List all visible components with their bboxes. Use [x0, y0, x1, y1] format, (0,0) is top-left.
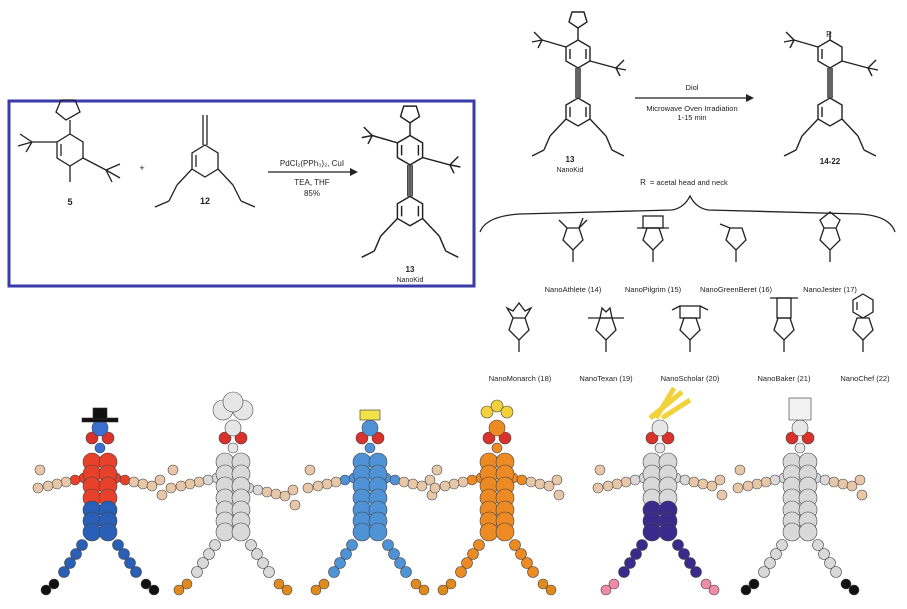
- figure-head-baker: [791, 419, 809, 437]
- hat-scholar: [648, 386, 692, 421]
- head-label-chef: NanoChef (22): [840, 374, 890, 383]
- head-structure-greenberet: [719, 223, 747, 263]
- product-14-22-number: 14-22: [820, 157, 841, 166]
- head-structure-monarch: [505, 301, 533, 353]
- head-structure-jester: [819, 211, 841, 263]
- nanokid-start-name: NanoKid: [557, 167, 584, 174]
- figure-head-scholar: [651, 419, 669, 437]
- nanokid-start-number: 13: [566, 155, 575, 164]
- right-synthesis-scheme: 13 NanoKid Diol Microwave Oven Irradiati…: [479, 11, 896, 233]
- right-reaction-arrow: [635, 94, 754, 102]
- foot-right: [273, 578, 285, 590]
- head-label-scholar: NanoScholar (20): [661, 374, 720, 383]
- compound-12-label: 12: [200, 196, 210, 206]
- head-label-athlete: NanoAthlete (14): [545, 285, 602, 294]
- r-definition-r: R: [640, 178, 646, 187]
- compound-12-structure: [154, 115, 256, 208]
- right-reagent-top: Diol: [686, 83, 699, 92]
- figure-head-jester: [361, 419, 379, 437]
- r-definition-text: = acetal head and neck: [650, 178, 728, 187]
- head-structure-chef: [852, 293, 874, 353]
- head-label-jester: NanoJester (17): [803, 285, 857, 294]
- head-structure-baker: [770, 297, 798, 353]
- product-14-22-structure: [783, 31, 879, 157]
- head-label-baker: NanoBaker (21): [758, 374, 811, 383]
- foot-left: [445, 578, 457, 590]
- nanokid-start-structure: [531, 11, 627, 157]
- product-13-number: 13: [406, 265, 415, 274]
- foot-left: [318, 578, 330, 590]
- head-structure-pilgrim: [637, 215, 669, 263]
- head-structure-texan: [588, 306, 624, 353]
- figure-scholar: [592, 386, 728, 596]
- foot-left: [48, 578, 60, 590]
- figure-baker: [732, 397, 868, 596]
- product-13-name: NanoKid: [397, 277, 424, 284]
- foot-right: [410, 578, 422, 590]
- figure-jester: [302, 409, 438, 596]
- head-label-pilgrim: NanoPilgrim (15): [625, 285, 682, 294]
- scheme-box: [7, 99, 476, 288]
- head-labels: NanoAthlete (14) NanoPilgrim (15) NanoGr…: [489, 285, 890, 383]
- right-reagent-bottom: 1-15 min: [677, 113, 706, 122]
- right-reagent-mid: Microwave Oven Irradiation: [646, 104, 737, 113]
- figure-chef: [165, 391, 301, 596]
- left-reaction-arrow: [268, 168, 358, 176]
- figure-texan: [32, 407, 168, 596]
- foot-right: [140, 578, 152, 590]
- nanoputian-figures: [32, 386, 868, 596]
- foot-left: [181, 578, 193, 590]
- head-label-monarch: NanoMonarch (18): [489, 374, 552, 383]
- compound-5-structure: [17, 99, 121, 183]
- left-reagents-mid: TEA, THF: [294, 178, 330, 187]
- figure-monarch: [429, 399, 565, 596]
- figure-head-chef: [224, 419, 242, 437]
- head-label-texan: NanoTexan (19): [579, 374, 633, 383]
- foot-right: [840, 578, 852, 590]
- r-substituent-label: R: [826, 30, 832, 39]
- hat-monarch: [480, 405, 494, 419]
- hat-jester: [359, 409, 381, 421]
- plus-sign: +: [139, 163, 144, 173]
- foot-right: [700, 578, 712, 590]
- left-yield: 85%: [304, 189, 320, 198]
- left-synthesis-scheme: 5 + 12 PdCl₂(PPh₃)₂, CuI TEA, THF 85%: [7, 99, 476, 288]
- compound-5-label: 5: [67, 197, 72, 207]
- heads-brace: [479, 194, 896, 233]
- figure-head-texan: [91, 419, 109, 437]
- left-reagents-top: PdCl₂(PPh₃)₂, CuI: [280, 159, 344, 168]
- figure-head-monarch: [488, 419, 506, 437]
- head-structure-scholar: [671, 305, 709, 353]
- foot-right: [537, 578, 549, 590]
- foot-left: [608, 578, 620, 590]
- hat-baker: [788, 397, 812, 421]
- acetal-head-variants: [505, 211, 874, 353]
- head-label-greenberet: NanoGreenBeret (16): [700, 285, 773, 294]
- foot-left: [748, 578, 760, 590]
- product-13-structure: [360, 105, 462, 259]
- head-structure-athlete: [558, 217, 588, 263]
